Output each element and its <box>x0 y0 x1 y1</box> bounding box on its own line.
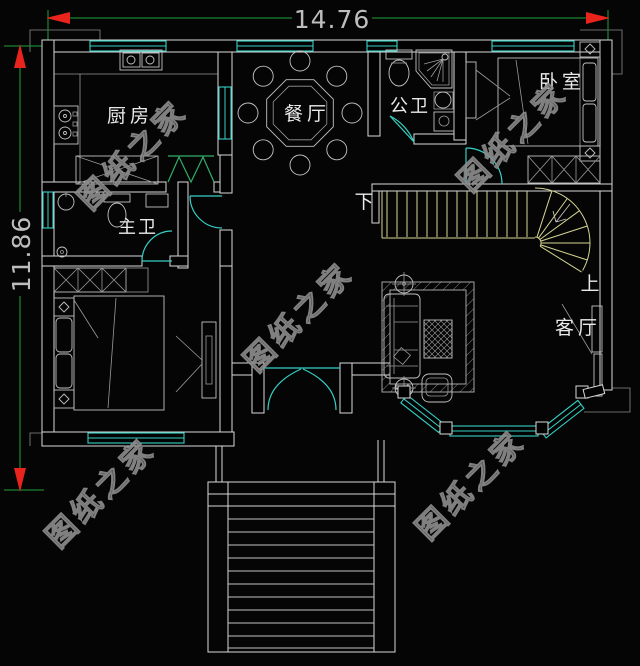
living-room <box>381 272 603 403</box>
dresser-icon <box>465 61 511 121</box>
windows <box>42 40 575 444</box>
room-label-living: 客厅 <box>555 317 601 339</box>
room-label-dining: 餐厅 <box>284 103 330 125</box>
tv-cabinet-icon <box>175 321 217 399</box>
dim-arrow-left-icon <box>46 12 70 24</box>
kitchen-door-icon <box>167 155 215 184</box>
nightstand-icon <box>579 41 601 162</box>
left-dimension: 11.86 <box>4 44 44 492</box>
coffee-table-icon <box>423 319 453 359</box>
room-label-bedroom: 卧室 <box>539 71 585 93</box>
bedroom-top-right <box>465 41 601 185</box>
public-bath-door-icon <box>389 115 415 143</box>
watermark-text: 图纸之家 <box>451 75 575 199</box>
master-bath-door-icon <box>141 230 173 262</box>
bay-window <box>397 384 606 439</box>
width-dimension-text: 14.76 <box>294 5 371 34</box>
window-kitchen-serving <box>218 86 232 140</box>
dining-table-icon <box>237 50 363 176</box>
watermark-text: 图纸之家 <box>409 423 533 547</box>
window-kitchen <box>89 40 167 52</box>
kitchen-counter-icon <box>75 155 159 185</box>
vestibule-door-icon <box>189 195 223 229</box>
plant-icon <box>392 272 416 296</box>
bed-icon <box>497 57 599 147</box>
window-master-bath <box>42 191 54 229</box>
stair-label-up: 上 <box>580 273 603 295</box>
kitchen-sink-icon <box>119 49 163 71</box>
floor-drain-icon <box>56 246 68 258</box>
staircase <box>381 187 591 273</box>
cabinet-icon <box>145 193 169 208</box>
pedestal-sink-icon <box>57 192 75 211</box>
room-label-master-bath: 主卫 <box>118 217 158 238</box>
wardrobe-icon <box>527 155 601 184</box>
window-master-bedroom <box>87 432 185 444</box>
watermark-text: 图纸之家 <box>237 255 361 379</box>
master-bathroom <box>56 192 223 262</box>
basin-icon <box>433 91 454 110</box>
window-bedroom-top <box>491 40 575 52</box>
shower-icon <box>415 49 453 89</box>
entrance <box>207 367 396 653</box>
nightstand-icon <box>53 297 75 409</box>
window-public-bath <box>366 40 398 52</box>
dim-arrow-down-icon <box>14 468 26 492</box>
washer-icon <box>433 111 455 132</box>
room-labels: 厨房 餐厅 公卫 卧室 主卫 客厅 下 上 <box>107 71 603 339</box>
toilet-icon <box>385 49 413 87</box>
parapet-outlines <box>29 29 631 446</box>
dim-arrow-up-icon <box>14 44 26 68</box>
watermark-text: 图纸之家 <box>39 431 163 555</box>
master-bedroom <box>53 267 217 411</box>
height-dimension-text: 11.86 <box>7 216 36 293</box>
public-bathroom <box>385 49 455 143</box>
dim-arrow-right-icon <box>586 12 610 24</box>
tv-cabinet-icon <box>561 303 603 397</box>
bed-icon <box>55 295 165 411</box>
stair-direction-arrow-icon <box>552 203 571 223</box>
watermarks: 图纸之家 图纸之家 图纸之家 图纸之家 图纸之家 <box>39 75 576 556</box>
window-dining <box>236 40 314 52</box>
top-dimension: 14.76 <box>46 2 610 40</box>
toilet-icon <box>103 193 131 228</box>
sofa-icon <box>383 293 421 379</box>
armchair-icon <box>421 373 453 403</box>
kitchen <box>53 49 218 185</box>
entrance-steps-icon <box>207 481 396 653</box>
wardrobe-icon <box>53 267 149 293</box>
room-label-kitchen: 厨房 <box>107 105 153 127</box>
entrance-door-icon <box>264 367 340 411</box>
room-label-public-bath: 公卫 <box>390 96 430 117</box>
stair-label-down: 下 <box>354 191 377 213</box>
bedroom-door-icon <box>465 147 503 185</box>
stove-icon <box>53 105 79 145</box>
